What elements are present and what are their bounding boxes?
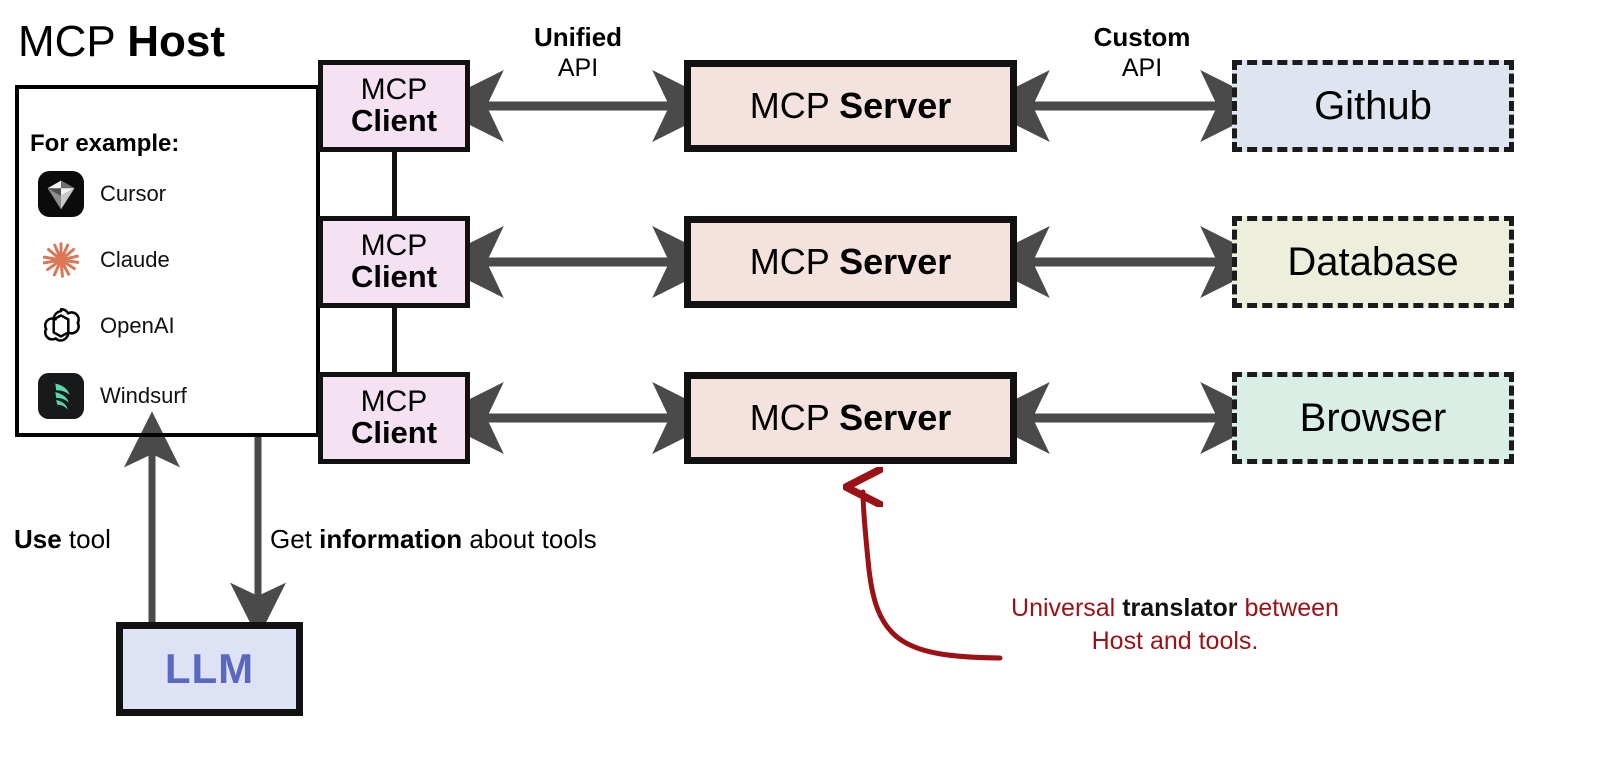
get-info-bold: information <box>319 524 463 554</box>
client-server-arrows <box>431 70 725 454</box>
target-box-browser[interactable]: Browser <box>1232 372 1514 464</box>
host-title-light: MCP <box>18 17 128 66</box>
custom-api-label: Custom API <box>1052 22 1232 84</box>
example-label-cursor: Cursor <box>100 181 167 206</box>
get-info-post: about tools <box>462 524 597 554</box>
note-pre: Universal <box>1011 594 1123 622</box>
server-target-arrows <box>977 70 1273 454</box>
llm-label: LLM <box>164 645 255 692</box>
mcp-client-box-3[interactable]: MCP Client <box>318 372 470 464</box>
cursor-icon <box>38 171 84 217</box>
mcp-client-box-1[interactable]: MCP Client <box>318 60 470 152</box>
server-3-text: MCP Server <box>749 397 952 438</box>
use-tool-rest: tool <box>61 524 111 554</box>
for-example-label: For example: <box>30 130 180 157</box>
note-post: between <box>1237 594 1339 622</box>
client-connector-1-2 <box>392 150 397 218</box>
target-label-database: Database <box>1287 239 1459 284</box>
example-item-openai: OpenAI <box>38 302 175 350</box>
get-information-label: Get information about tools <box>270 524 597 555</box>
target-box-database[interactable]: Database <box>1232 216 1514 308</box>
mcp-server-box-3[interactable]: MCP Server <box>684 372 1017 464</box>
get-info-pre: Get <box>270 524 320 554</box>
client-connector-2-3 <box>392 306 397 374</box>
note-bold: translator <box>1122 594 1238 622</box>
client-3-line1: MCP <box>360 384 428 418</box>
translator-annotation: Universal translator between Host and to… <box>950 592 1400 658</box>
example-label-openai: OpenAI <box>100 313 175 338</box>
target-label-browser: Browser <box>1299 395 1447 440</box>
host-title-bold: Host <box>127 17 225 66</box>
unified-api-line1: Unified <box>533 22 623 52</box>
mcp-server-box-2[interactable]: MCP Server <box>684 216 1017 308</box>
custom-api-line1: Custom <box>1093 22 1191 52</box>
target-box-github[interactable]: Github <box>1232 60 1514 152</box>
target-label-github: Github <box>1314 83 1432 128</box>
note-line2: Host and tools. <box>1091 627 1259 655</box>
mcp-client-box-2[interactable]: MCP Client <box>318 216 470 308</box>
use-tool-label: Use tool <box>14 524 111 555</box>
unified-api-line2: API <box>557 54 599 82</box>
custom-api-line2: API <box>1121 54 1163 82</box>
client-2-line1: MCP <box>360 228 428 262</box>
example-item-claude: Claude <box>38 236 170 284</box>
server-1-text: MCP Server <box>749 85 952 126</box>
mcp-server-box-1[interactable]: MCP Server <box>684 60 1017 152</box>
example-label-claude: Claude <box>100 247 170 272</box>
example-item-cursor: Cursor <box>38 170 166 218</box>
page-title: MCP Host <box>18 16 225 68</box>
client-2-line2: Client <box>350 259 438 295</box>
example-label-windsurf: Windsurf <box>100 383 187 408</box>
windsurf-icon <box>38 373 84 419</box>
unified-api-label: Unified API <box>488 22 668 84</box>
openai-icon <box>43 307 80 342</box>
llm-box[interactable]: LLM <box>116 622 303 716</box>
client-1-line1: MCP <box>360 72 428 106</box>
example-item-windsurf: Windsurf <box>38 372 187 420</box>
use-tool-bold: Use <box>14 524 62 554</box>
server-2-text: MCP Server <box>749 241 952 282</box>
client-3-line2: Client <box>350 415 438 451</box>
client-1-line2: Client <box>350 103 438 139</box>
claude-icon <box>42 242 80 278</box>
